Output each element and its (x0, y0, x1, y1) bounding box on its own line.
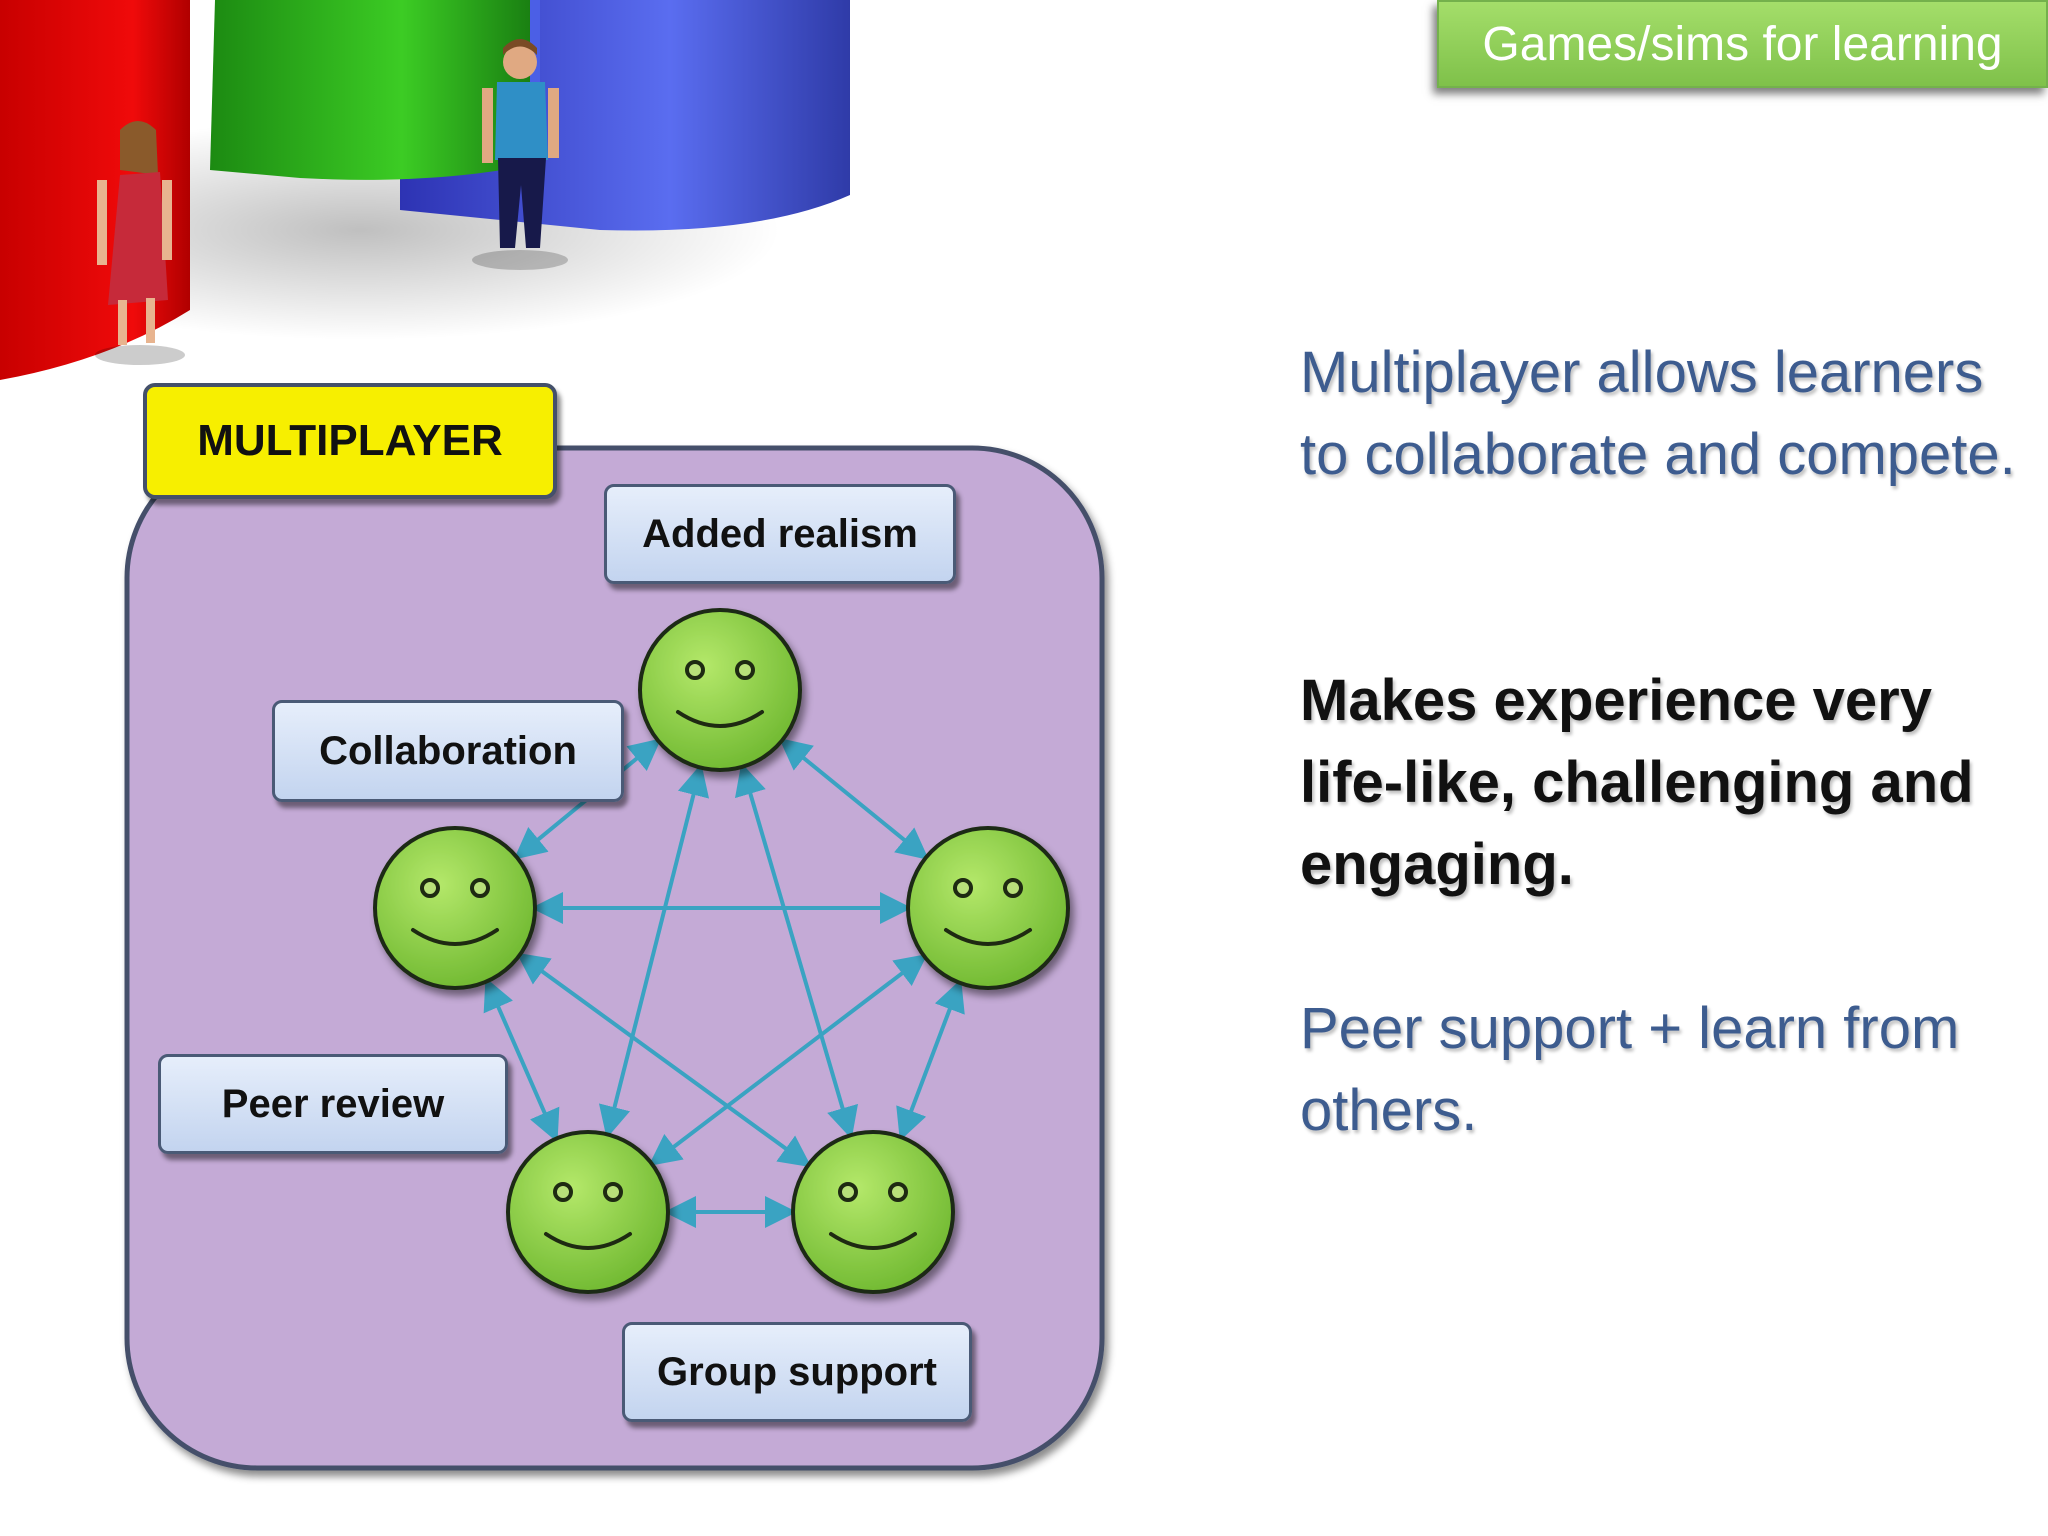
smiley-node (791, 1130, 955, 1294)
smiley-eye (603, 1182, 623, 1202)
smiley-eye (470, 878, 490, 898)
smiley-eye (685, 660, 705, 680)
paragraph-peer-support: Peer support + learn from others. (1300, 996, 1960, 1143)
smiley-mouth (829, 1232, 917, 1250)
smiley-face-icon (373, 826, 537, 990)
connection-arrow (648, 953, 928, 1167)
smiley-mouth (544, 1232, 632, 1250)
man-figure (472, 39, 568, 270)
smiley-face-icon (638, 608, 802, 772)
section-tag: Games/sims for learning (1437, 0, 2048, 88)
paragraph-lifelike: Makes experience very life-like, challen… (1300, 668, 1974, 897)
connection-arrow (896, 979, 965, 1141)
smiley-node (506, 1130, 670, 1294)
colored-blocks-illustration (0, 0, 850, 380)
smiley-eye (553, 1182, 573, 1202)
smiley-face-icon (906, 826, 1070, 990)
player-nodes (373, 608, 1070, 1294)
smiley-eye (838, 1182, 858, 1202)
smiley-node (638, 608, 802, 772)
smiley-eye (1003, 878, 1023, 898)
smiley-node (906, 826, 1070, 990)
collaboration-label: Collaboration (272, 700, 624, 802)
added-realism-label: Added realism (604, 484, 956, 584)
smiley-face-icon (506, 1130, 670, 1294)
paragraph-multiplayer: Multiplayer allows learners to collabora… (1300, 340, 2016, 487)
smiley-eye (888, 1182, 908, 1202)
smiley-face-icon (791, 1130, 955, 1294)
smiley-eye (735, 660, 755, 680)
peer-review-label: Peer review (158, 1054, 508, 1154)
smiley-eye (953, 878, 973, 898)
smiley-mouth (944, 928, 1032, 946)
green-block (210, 0, 530, 180)
multiplayer-title: MULTIPLAYER (143, 383, 557, 499)
connection-arrows (483, 737, 965, 1228)
woman-figure (95, 121, 185, 365)
smiley-node (373, 826, 537, 990)
smiley-eye (420, 878, 440, 898)
smiley-mouth (411, 928, 499, 946)
smiley-mouth (676, 710, 764, 728)
group-support-label: Group support (622, 1322, 972, 1422)
